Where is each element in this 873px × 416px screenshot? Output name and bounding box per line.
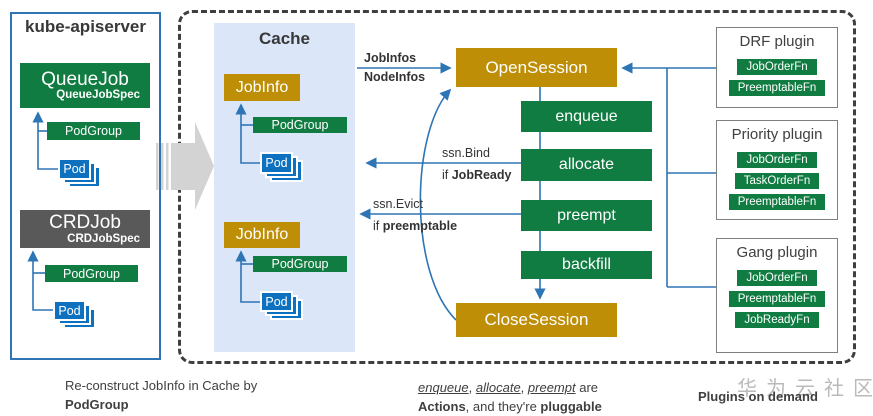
nodeinfos-edge-label: NodeInfos	[364, 70, 426, 84]
note-line2: PodGroup	[65, 396, 129, 412]
pod-stack: Pod	[260, 152, 303, 182]
podgroup-box: PodGroup	[253, 256, 347, 272]
closesession-label: CloseSession	[484, 310, 589, 329]
note-sep: ,	[520, 380, 528, 395]
jobinfos-edge-label: JobInfos	[364, 51, 417, 65]
action-preempt-label: preempt	[557, 206, 616, 224]
queuejob-box: QueueJob QueueJobSpec	[20, 63, 150, 108]
note-plugins-on-demand: Plugins on demand	[698, 389, 818, 404]
ssn-evict-label: ssn.Evict	[373, 197, 424, 211]
pod-label: Pod	[63, 162, 86, 176]
gang-plugin-box: Gang plugin JobOrderFn PreemptableFn Job…	[716, 238, 838, 353]
note-word-enqueue: enqueue	[418, 380, 469, 395]
jobinfo1-group-connector	[235, 103, 260, 164]
cache-title: Cache	[258, 29, 311, 48]
podgroup-label: PodGroup	[271, 118, 329, 132]
podgroup-label: PodGroup	[63, 266, 120, 281]
ssn-bind-condition: if JobReady	[442, 168, 511, 182]
fn-box: PreemptableFn	[728, 290, 826, 307]
action-enqueue-box: enqueue	[521, 101, 652, 132]
pod-label: Pod	[265, 156, 288, 170]
fn-box: PreemptableFn	[728, 79, 826, 96]
closesession-box: CloseSession	[456, 303, 617, 337]
huawei-cloud-watermark: 华为云社区	[737, 378, 873, 400]
gang-plugin-title: Gang plugin	[736, 244, 818, 261]
ssn-evict-condition: if preemptable	[373, 219, 457, 233]
big-right-arrow-icon	[156, 122, 214, 210]
close-to-open-loop	[419, 88, 457, 321]
queuejobspec-label: QueueJobSpec	[56, 89, 140, 102]
if-text: if	[373, 219, 383, 233]
action-backfill-label: backfill	[562, 256, 611, 273]
podgroup-box: PodGroup	[253, 117, 347, 133]
crdjob-group-connector	[27, 250, 53, 311]
note-line1: Re-construct JobInfo in Cache by	[65, 378, 258, 393]
fn-box: JobOrderFn	[737, 58, 817, 75]
fn-box: PreemptableFn	[728, 193, 826, 210]
podgroup-label: PodGroup	[271, 257, 329, 271]
jobinfo-box: JobInfo	[224, 222, 300, 248]
crdjobspec-label: CRDJobSpec	[67, 232, 140, 245]
note-word-preempt: preempt	[527, 380, 576, 395]
opensession-box: OpenSession	[456, 48, 617, 87]
ssn-bind-label: ssn.Bind	[442, 146, 490, 160]
note-actions-pluggable: enqueue, allocate, preempt are Actions, …	[418, 379, 718, 416]
fn-box: JobReadyFn	[735, 311, 819, 328]
pod-box: Pod	[260, 152, 293, 174]
podgroup-label: PodGroup	[65, 124, 122, 138]
kube-apiserver-title: kube-apiserver	[25, 17, 146, 36]
podgroup-box: PodGroup	[47, 122, 140, 140]
jobready-text: JobReady	[451, 168, 512, 182]
jobinfo-label: JobInfo	[235, 78, 289, 96]
jobinfo-label: JobInfo	[235, 226, 289, 243]
note-sep: ,	[468, 380, 476, 395]
pod-box: Pod	[260, 291, 293, 312]
action-allocate-label: allocate	[558, 156, 615, 173]
action-enqueue-label: enqueue	[555, 107, 618, 125]
action-preempt-box: preempt	[521, 200, 652, 231]
crdjob-label: CRDJob	[49, 212, 121, 233]
fn-box: JobOrderFn	[737, 151, 817, 168]
if-text: if	[442, 168, 452, 182]
drf-plugin-title: DRF plugin	[739, 33, 815, 50]
queuejob-label: QueueJob	[41, 68, 129, 90]
pod-label: Pod	[265, 294, 288, 309]
opensession-label: OpenSession	[485, 57, 588, 77]
note-cache-reconstruct: Re-construct JobInfo in Cache by PodGrou…	[65, 377, 375, 415]
note-mid: , and they're	[465, 398, 541, 414]
crdjob-box: CRDJob CRDJobSpec	[20, 210, 150, 248]
fn-box: TaskOrderFn	[734, 172, 820, 189]
fn-box: JobOrderFn	[737, 269, 817, 286]
pod-stack: Pod	[58, 158, 101, 188]
pod-label: Pod	[58, 303, 81, 318]
pod-box: Pod	[58, 158, 91, 180]
note-rest: are	[575, 380, 599, 395]
action-allocate-box: allocate	[521, 149, 652, 181]
jobinfo2-group-connector	[235, 250, 260, 303]
pod-box: Pod	[53, 300, 86, 321]
podgroup-box: PodGroup	[45, 265, 138, 282]
action-backfill-box: backfill	[521, 251, 652, 279]
pod-stack: Pod	[53, 300, 96, 329]
pod-stack: Pod	[260, 291, 303, 320]
note-pluggable-word: pluggable	[540, 398, 602, 414]
drf-plugin-box: DRF plugin JobOrderFn PreemptableFn	[716, 27, 838, 108]
priority-plugin-title: Priority plugin	[731, 126, 823, 143]
priority-plugin-box: Priority plugin JobOrderFn TaskOrderFn P…	[716, 120, 838, 220]
note-word-allocate: allocate	[475, 380, 521, 395]
jobinfo-box: JobInfo	[224, 74, 300, 101]
note-actions-word: Actions	[418, 398, 466, 414]
preemptable-text: preemptable	[382, 219, 458, 233]
